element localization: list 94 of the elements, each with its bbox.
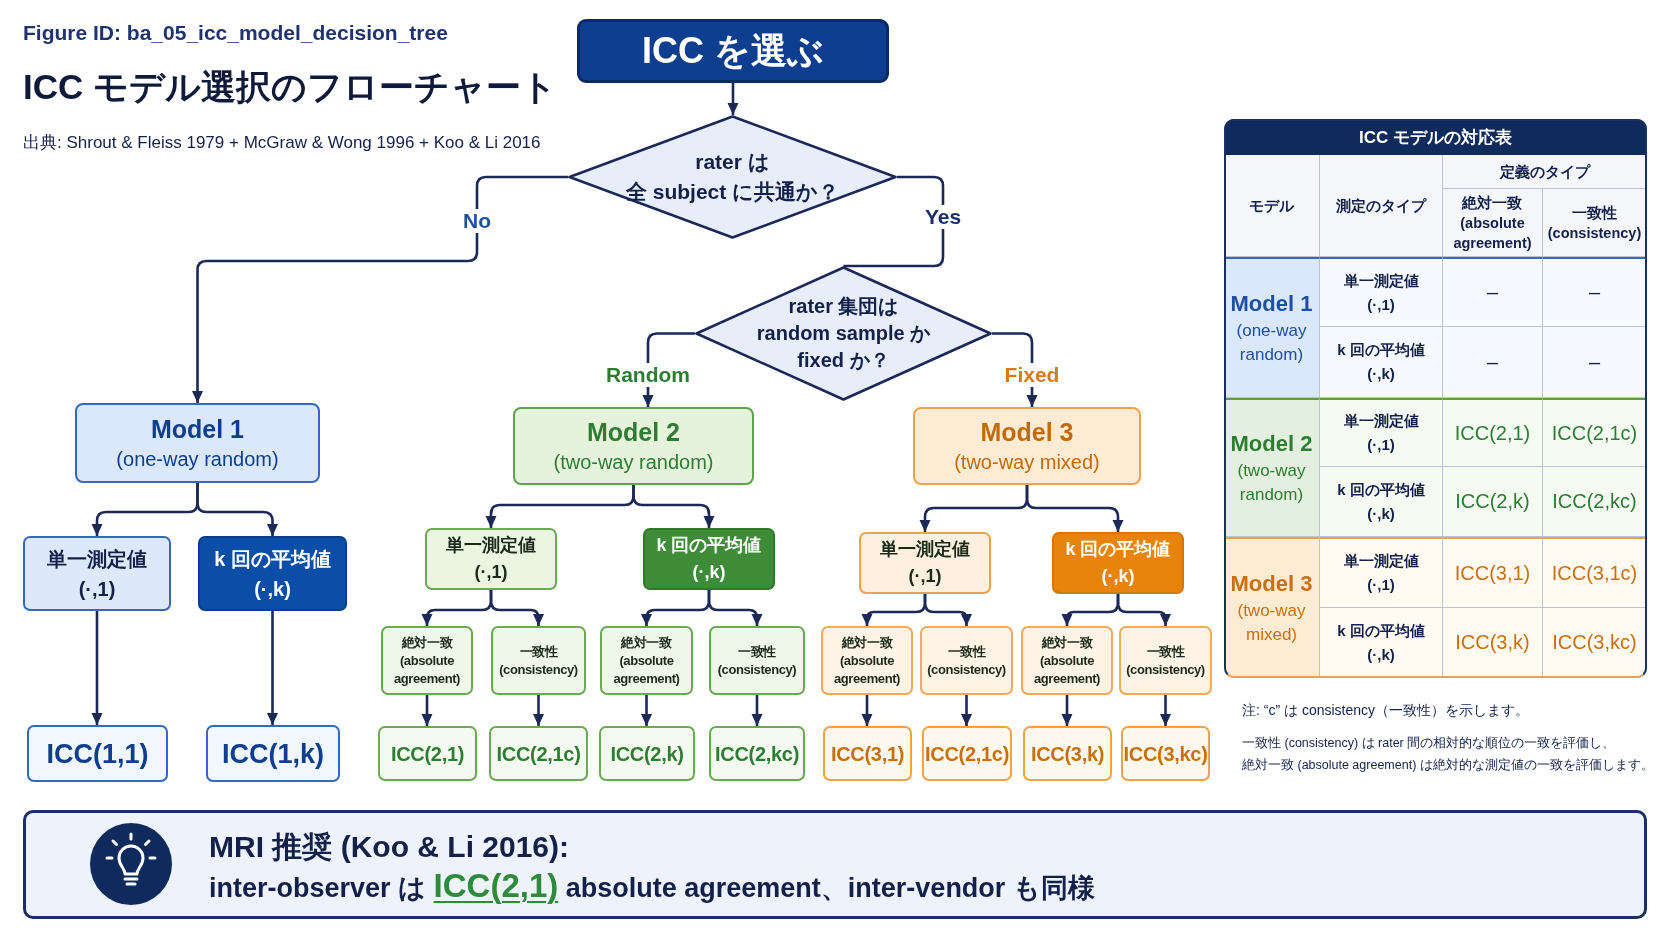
measure-box: k 回の平均値 (·,k) — [1052, 532, 1184, 594]
arrow — [727, 83, 739, 115]
table-cell: – — [1543, 327, 1647, 398]
arrow — [861, 695, 873, 726]
arrow — [91, 611, 103, 725]
arrow — [1061, 695, 1073, 726]
table-cell: 単一測定値 (·,1) — [1320, 257, 1443, 327]
definition-box: 絶対一致 (absolute agreement) — [600, 626, 693, 695]
model-name: Model 3 — [1230, 570, 1313, 598]
definition-box: 一致性 (consistency) — [709, 626, 805, 695]
figure-id: Figure ID: ba_05_icc_model_decision_tree — [23, 20, 448, 46]
result-box: ICC(2,k) — [599, 726, 695, 781]
table-cell: ICC(3,k) — [1443, 608, 1543, 678]
table-cell: 単一測定値 (·,1) — [1320, 398, 1443, 467]
decision-diamond: rater 集団は random sample か fixed か？ — [695, 266, 992, 401]
table-cell: ICC(3,kc) — [1543, 608, 1647, 678]
connector-line — [843, 175, 945, 268]
arrow — [1116, 594, 1171, 626]
table-cell: – — [1443, 327, 1543, 398]
result-box: ICC(3,k) — [1023, 726, 1112, 781]
measure-box: 単一測定値 (·,1) — [425, 528, 557, 590]
arrow — [641, 695, 652, 726]
model-name: Model 2 — [586, 417, 681, 448]
model-box — [513, 407, 754, 485]
result-box: ICC(3,1) — [823, 726, 912, 781]
result-box: ICC(2,1c) — [922, 726, 1012, 781]
table-cell: k 回の平均値 (·,k) — [1320, 467, 1443, 537]
arrow — [632, 485, 715, 528]
decision-diamond: rater は全 subject に共通か？ — [568, 115, 897, 239]
result-box: ICC(1,k) — [206, 725, 340, 782]
table-note: 一致性 (consistency) は rater 間の相対的な順位の一致を評価し、絶対一致 (absolute agreement) は絶対的な測定値の一致を評価します。 — [1242, 735, 1654, 774]
arrow — [923, 594, 972, 626]
model-box — [75, 403, 320, 483]
model-type: (two-way mixed) — [954, 450, 1100, 475]
header-cell: 一致性 (consistency) — [1543, 189, 1647, 257]
arrow — [961, 695, 972, 726]
table-cell: – — [1543, 257, 1647, 327]
measure-box: k 回の平均値 (·,k) — [198, 536, 347, 611]
definition-box: 絶対一致 (absolute agreement) — [1021, 626, 1113, 695]
table-cell: ICC(2,1) — [1443, 398, 1543, 467]
model-type: (one-way random) — [116, 447, 279, 472]
arrow — [489, 590, 544, 626]
arrow — [192, 175, 568, 403]
arrow — [1160, 695, 1171, 726]
table-cell: ICC(2,k) — [1443, 467, 1543, 537]
model-type: (two-way mixed) — [1237, 600, 1306, 646]
table-cell: 単一測定値 (·,1) — [1320, 537, 1443, 608]
arrow — [421, 695, 433, 726]
result-box: ICC(3,kc) — [1121, 726, 1210, 781]
model-name: Model 2 — [1230, 430, 1313, 458]
model-name: Model 1 — [1230, 290, 1313, 318]
recommendation-banner — [23, 810, 1647, 919]
header-cell: モデル — [1224, 155, 1320, 257]
model-name: Model 3 — [980, 417, 1074, 448]
arrow — [267, 611, 278, 725]
start-box: ICC を選ぶ — [577, 19, 889, 83]
source-note: 出典: Shrout & Fleiss 1979 + McGraw & Wong 1996 + Koo & Li 2016 — [23, 132, 541, 154]
model-box — [913, 407, 1141, 485]
arrow — [533, 695, 544, 726]
result-box: ICC(1,1) — [27, 725, 168, 782]
table-cell: – — [1443, 257, 1543, 327]
header-cell: 測定のタイプ — [1320, 155, 1443, 257]
result-box: ICC(2,1c) — [489, 726, 588, 781]
definition-box: 絶対一致 (absolute agreement) — [821, 626, 913, 695]
arrow — [196, 483, 278, 536]
table-cell: k 回の平均値 (·,k) — [1320, 608, 1443, 678]
table-cell: k 回の平均値 (·,k) — [1320, 327, 1443, 398]
definition-box: 絶対一致 (absolute agreement) — [381, 626, 473, 695]
arrow — [707, 590, 763, 626]
measure-box: k 回の平均値 (·,k) — [643, 528, 775, 590]
measure-box: 単一測定値 (·,1) — [859, 532, 991, 594]
model-type: (one-way random) — [1236, 320, 1307, 366]
table-cell: ICC(3,1) — [1443, 537, 1543, 608]
table-cell: ICC(2,kc) — [1543, 467, 1647, 537]
table-cell: ICC(2,1c) — [1543, 398, 1647, 467]
arrow — [751, 695, 763, 726]
definition-box: 一致性 (consistency) — [491, 626, 586, 695]
measure-box: 単一測定値 (·,1) — [23, 536, 171, 611]
arrow — [1025, 485, 1124, 532]
banner-heading: MRI 推奨 (Koo & Li 2016): — [209, 829, 569, 865]
table-title: ICC モデルの対応表 — [1224, 119, 1647, 155]
header-cell: 絶対一致 (absolute agreement) — [1443, 189, 1543, 257]
result-box: ICC(2,kc) — [709, 726, 805, 781]
definition-box: 一致性 (consistency) — [1119, 626, 1212, 695]
result-box: ICC(2,1) — [378, 726, 477, 781]
definition-box: 一致性 (consistency) — [920, 626, 1013, 695]
banner-text: inter-observer は ICC(2,1) absolute agreement、inter-vendor も同様 — [209, 866, 1095, 906]
model-type: (two-way random) — [553, 450, 714, 475]
title: ICC モデル選択のフローチャート — [23, 66, 557, 108]
header-cell: 定義のタイプ — [1443, 155, 1647, 189]
table-note: 注: “c” は consistency（一致性）を示します。 — [1242, 701, 1530, 720]
model-name: Model 1 — [150, 414, 245, 445]
table-cell: ICC(3,1c) — [1543, 537, 1647, 608]
model-type: (two-way random) — [1237, 460, 1306, 506]
